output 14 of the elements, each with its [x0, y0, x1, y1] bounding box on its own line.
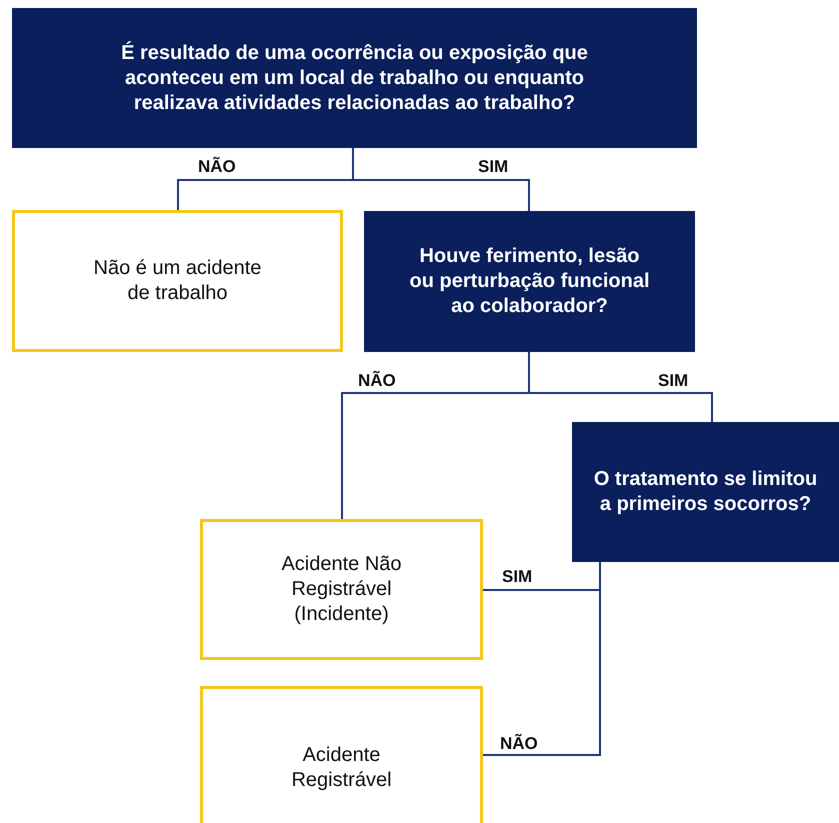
question-box	[12, 8, 697, 148]
connector-line	[528, 352, 713, 422]
node-text: Houve ferimento, lesão ou perturbação funcional ao colaborador?	[408, 244, 651, 319]
outcome-box	[200, 519, 483, 660]
node-text: Acidente Não Registrável (Incidente)	[280, 552, 403, 627]
connector-line	[483, 562, 601, 756]
outcome-box	[12, 210, 343, 352]
question-box	[364, 211, 695, 352]
node-text: É resultado de uma ocorrência ou exposição que aconteceu em um local de trabalho ou enquanto realizava atividades relacionadas ao trabalho?	[120, 40, 589, 116]
node-text: Não é um acidente de trabalho	[92, 256, 262, 306]
node-text: Acidente Registrável	[290, 742, 393, 792]
node-text: O tratamento se limitou a primeiros socorros?	[592, 467, 818, 517]
question-box	[572, 422, 839, 562]
outcome-box	[200, 686, 483, 823]
